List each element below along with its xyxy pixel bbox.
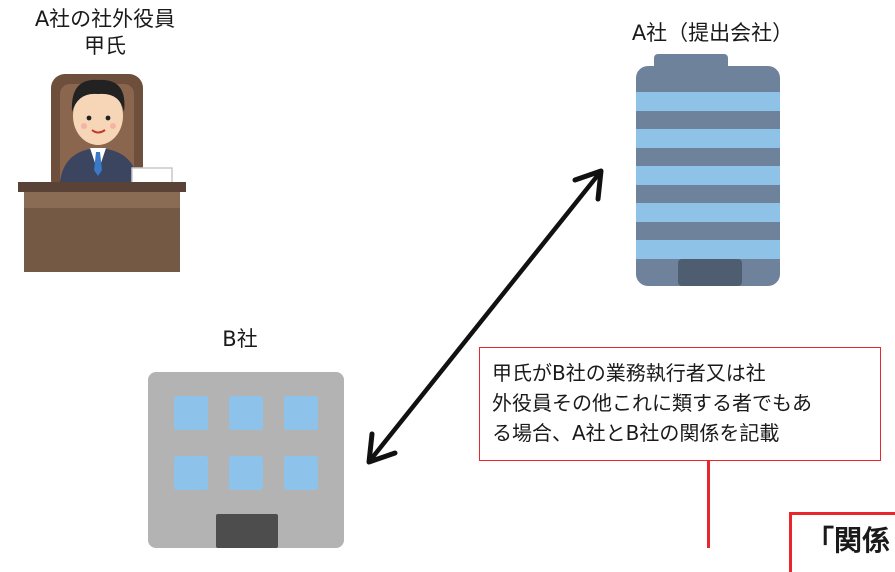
company-b-label: B社: [222, 327, 258, 351]
callout-connector-line: [707, 461, 710, 548]
relationship-double-arrow: [366, 168, 604, 465]
officer-at-desk-illustration: [18, 74, 186, 272]
callout-line-3: る場合、A社とB社の関係を記載: [492, 421, 780, 445]
company-a-label: A社（提出会社）: [631, 21, 794, 45]
highlight-box: 「関係: [789, 512, 895, 572]
officer-label: A社の社外役員 甲氏: [10, 6, 200, 60]
officer-label-line2: 甲氏: [84, 34, 126, 58]
company-a-building-icon: [636, 54, 780, 286]
callout-line-2: 外役員その他これに類する者でもあ: [492, 391, 812, 415]
officer-label-line1: A社の社外役員: [34, 7, 176, 31]
relationship-callout-box: 甲氏がB社の業務執行者又は社 外役員その他これに類する者でもあ る場合、A社とB…: [479, 347, 881, 461]
callout-line-1: 甲氏がB社の業務執行者又は社: [492, 361, 766, 385]
company-b-building-icon: [148, 372, 344, 548]
